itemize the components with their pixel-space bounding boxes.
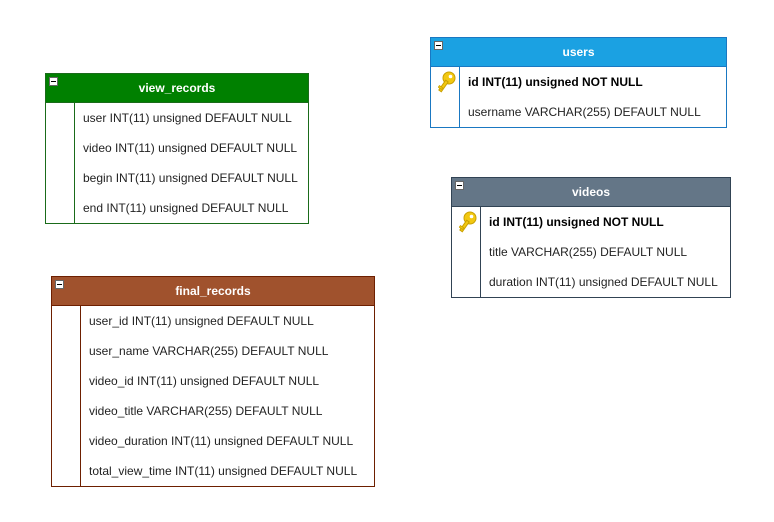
field-label: total_view_time INT(11) unsigned DEFAULT…	[89, 464, 358, 478]
table-row[interactable]: username VARCHAR(255) DEFAULT NULL	[431, 97, 726, 127]
table-title: users	[562, 45, 595, 59]
field-label: video_duration INT(11) unsigned DEFAULT …	[89, 434, 354, 448]
table-row[interactable]: video_duration INT(11) unsigned DEFAULT …	[52, 426, 374, 456]
field-label: user_id INT(11) unsigned DEFAULT NULL	[89, 314, 314, 328]
field-label: end INT(11) unsigned DEFAULT NULL	[83, 201, 289, 215]
table-body: id INT(11) unsigned NOT NULL username VA…	[431, 67, 726, 127]
table-row[interactable]: user INT(11) unsigned DEFAULT NULL	[46, 103, 308, 133]
table-row[interactable]: video INT(11) unsigned DEFAULT NULL	[46, 133, 308, 163]
field-label: video INT(11) unsigned DEFAULT NULL	[83, 141, 298, 155]
videos-table[interactable]: videos id INT(11) unsigned NOT NULL titl…	[451, 177, 731, 298]
table-body: user_id INT(11) unsigned DEFAULT NULL us…	[52, 306, 374, 486]
table-header[interactable]: final_records	[52, 277, 374, 306]
key-icon	[459, 211, 477, 233]
table-row[interactable]: user_name VARCHAR(255) DEFAULT NULL	[52, 336, 374, 366]
table-row[interactable]: title VARCHAR(255) DEFAULT NULL	[452, 237, 730, 267]
table-row[interactable]: end INT(11) unsigned DEFAULT NULL	[46, 193, 308, 223]
table-body: user INT(11) unsigned DEFAULT NULL video…	[46, 103, 308, 223]
field-label: duration INT(11) unsigned DEFAULT NULL	[489, 275, 718, 289]
field-label: username VARCHAR(255) DEFAULT NULL	[468, 105, 701, 119]
table-header[interactable]: users	[431, 38, 726, 67]
table-row[interactable]: video_title VARCHAR(255) DEFAULT NULL	[52, 396, 374, 426]
key-column	[431, 67, 460, 127]
table-row[interactable]: duration INT(11) unsigned DEFAULT NULL	[452, 267, 730, 297]
field-label: id INT(11) unsigned NOT NULL	[468, 75, 643, 89]
field-label: user INT(11) unsigned DEFAULT NULL	[83, 111, 292, 125]
users-table[interactable]: users id INT(11) unsigned NOT NULL usern…	[430, 37, 727, 128]
collapse-icon[interactable]	[434, 41, 443, 50]
field-label: id INT(11) unsigned NOT NULL	[489, 215, 664, 229]
collapse-icon[interactable]	[55, 280, 64, 289]
table-row[interactable]: video_id INT(11) unsigned DEFAULT NULL	[52, 366, 374, 396]
table-row[interactable]: total_view_time INT(11) unsigned DEFAULT…	[52, 456, 374, 486]
table-row-primary-key[interactable]: id INT(11) unsigned NOT NULL	[452, 207, 730, 237]
table-row[interactable]: begin INT(11) unsigned DEFAULT NULL	[46, 163, 308, 193]
key-column	[46, 103, 75, 223]
table-row-primary-key[interactable]: id INT(11) unsigned NOT NULL	[431, 67, 726, 97]
table-title: videos	[571, 185, 610, 199]
table-title: view_records	[138, 81, 216, 95]
field-label: user_name VARCHAR(255) DEFAULT NULL	[89, 344, 329, 358]
key-icon	[438, 71, 456, 93]
final-records-table[interactable]: final_records user_id INT(11) unsigned D…	[51, 276, 375, 487]
field-label: title VARCHAR(255) DEFAULT NULL	[489, 245, 688, 259]
key-column	[52, 306, 81, 486]
table-title: final_records	[175, 284, 251, 298]
field-label: video_title VARCHAR(255) DEFAULT NULL	[89, 404, 323, 418]
view-records-table[interactable]: view_records user INT(11) unsigned DEFAU…	[45, 73, 309, 224]
field-label: begin INT(11) unsigned DEFAULT NULL	[83, 171, 298, 185]
collapse-icon[interactable]	[455, 181, 464, 190]
field-label: video_id INT(11) unsigned DEFAULT NULL	[89, 374, 320, 388]
key-column	[452, 207, 481, 297]
table-header[interactable]: videos	[452, 178, 730, 207]
table-body: id INT(11) unsigned NOT NULL title VARCH…	[452, 207, 730, 297]
collapse-icon[interactable]	[49, 77, 58, 86]
table-header[interactable]: view_records	[46, 74, 308, 103]
table-row[interactable]: user_id INT(11) unsigned DEFAULT NULL	[52, 306, 374, 336]
